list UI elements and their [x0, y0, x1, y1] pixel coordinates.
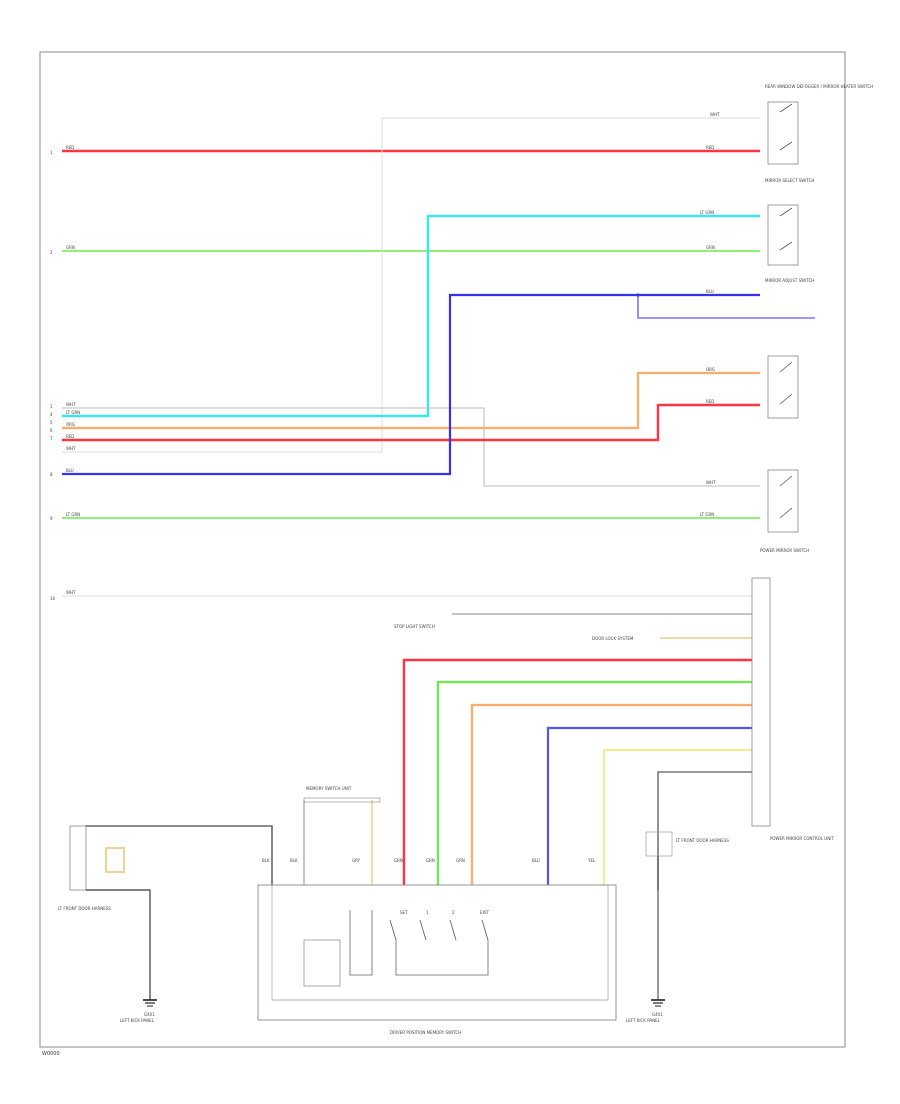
left-pin: 9 [50, 516, 53, 521]
left-pin: 10 [50, 596, 56, 601]
wire-red-module [402, 658, 752, 885]
left-pin: 3 [50, 404, 53, 409]
wire-label: BLU [706, 289, 714, 294]
wire-label: RED [66, 434, 74, 439]
switch-label: EXIT [480, 910, 489, 915]
wire-blue-module [546, 726, 752, 885]
memory-unit-label: MEMORY SWITCH UNIT [306, 786, 352, 791]
right-wire-labels: RED GRN LT GRN BLU ORG RED WHT LT GRN WH… [700, 112, 720, 517]
module-pin-labels: BLK BLK GRY GRN GRN GRN BLU YEL [262, 858, 596, 863]
splice-point [636, 293, 640, 297]
switch-label: 2 [452, 910, 455, 915]
wire-label: WHT [66, 446, 76, 451]
module-pin: GRN [394, 858, 403, 863]
bottom-right-harness: LT FRONT DOOR HARNESS [645, 831, 729, 1000]
mid-right-switch-b-label: MIRROR ADJUST SWITCH [765, 278, 814, 283]
wire-label: RED [66, 145, 74, 150]
left-pin-column: 1 2 3 4 5 6 7 8 9 10 [50, 150, 56, 601]
wire-label: BLU [66, 468, 74, 473]
mid-right-switch-b: MIRROR ADJUST SWITCH [765, 278, 814, 283]
door-lock-label: DOOR LOCK SYSTEM [592, 636, 634, 641]
wire-label: LT GRN [700, 512, 714, 517]
wire-cyan [62, 214, 760, 418]
wire-label: WHT [710, 112, 720, 117]
bottom-right-harness-label: LT FRONT DOOR HARNESS [676, 838, 729, 843]
left-pin: 6 [50, 428, 53, 433]
wire-label: ORG [66, 422, 75, 427]
lower-right-switch: POWER MIRROR SWITCH [760, 469, 809, 553]
ground-left-label: G401 [144, 1012, 155, 1017]
wire-label: RED [706, 399, 714, 404]
wire-label: GRN [66, 245, 75, 250]
right-control-unit-label: POWER MIRROR CONTROL UNIT [770, 836, 834, 841]
module-pin: GRY [352, 858, 361, 863]
stop-light-label: STOP LIGHT SWITCH [394, 624, 435, 629]
wire-blue-branch [637, 295, 815, 319]
module-pin: GRN [456, 858, 465, 863]
wire-label: LT GRN [700, 210, 714, 215]
lower-right-switch-label: POWER MIRROR SWITCH [760, 548, 809, 553]
wire-label: WHT [706, 480, 716, 485]
mid-right-switch-a: MIRROR SELECT SWITCH [765, 178, 814, 266]
left-door-connector: LT FRONT DOOR HARNESS [58, 825, 273, 1000]
top-right-switch: REAR WINDOW DEFOGGER / MIRROR HEATER SWI… [765, 84, 873, 165]
wire-label: LT GRN [66, 410, 80, 415]
left-pin: 2 [50, 250, 53, 255]
wire-label: GRN [706, 245, 715, 250]
wire-yellow-module [602, 748, 752, 885]
wire-gray-module [657, 771, 752, 890]
wire-blue [62, 293, 760, 476]
left-pin: 8 [50, 472, 53, 477]
diagram-border [39, 51, 846, 1048]
left-pin: 1 [50, 150, 53, 155]
right-control-unit: POWER MIRROR CONTROL UNIT [751, 577, 834, 841]
orange-red-switch [767, 355, 799, 419]
module-pin: GRN [426, 858, 435, 863]
switch-label: 1 [426, 910, 429, 915]
left-pin: 5 [50, 420, 53, 425]
ground-right: G401 LEFT KICK PANEL [626, 999, 665, 1023]
wire-white-thin [62, 117, 760, 453]
ground-left-note: LEFT KICK PANEL [120, 1018, 155, 1023]
wire-white-gray [62, 407, 760, 487]
footer-code: W0000 [42, 1051, 60, 1057]
left-pin: 4 [50, 412, 53, 417]
left-pin: 7 [50, 436, 53, 441]
switch-label: SET [400, 910, 408, 915]
wire-label: WHT [66, 590, 76, 595]
module-pin: BLK [262, 858, 270, 863]
wire-green-module [436, 680, 752, 885]
memory-module-label: DRIVER POSITION MEMORY SWITCH [390, 1030, 461, 1035]
wire-label: RED [706, 145, 714, 150]
wire-label: LT GRN [66, 512, 80, 517]
ground-right-note: LEFT KICK PANEL [626, 1018, 661, 1023]
wire-label: WHT [66, 402, 76, 407]
left-connector-label: LT FRONT DOOR HARNESS [58, 906, 111, 911]
ground-right-label: G401 [652, 1012, 663, 1017]
wire-label: ORG [706, 367, 715, 372]
mid-right-switch-a-label: MIRROR SELECT SWITCH [765, 178, 814, 183]
wire-orange [62, 371, 760, 430]
module-pin: YEL [587, 858, 596, 863]
wire-red-lower [62, 403, 760, 442]
left-wire-labels: RED GRN WHT LT GRN ORG RED WHT BLU LT GR… [66, 145, 80, 595]
mid-labels: STOP LIGHT SWITCH DOOR LOCK SYSTEM [394, 624, 634, 641]
module-pin: BLK [290, 858, 298, 863]
wire-orange-module [470, 703, 752, 885]
memory-switch-module: MEMORY SWITCH UNIT SET 1 2 EXIT DRIVER P… [257, 786, 617, 1035]
module-pin: BLU [532, 858, 540, 863]
ground-left: G401 LEFT KICK PANEL [120, 999, 157, 1023]
top-right-switch-label: REAR WINDOW DEFOGGER / MIRROR HEATER SWI… [765, 84, 873, 89]
